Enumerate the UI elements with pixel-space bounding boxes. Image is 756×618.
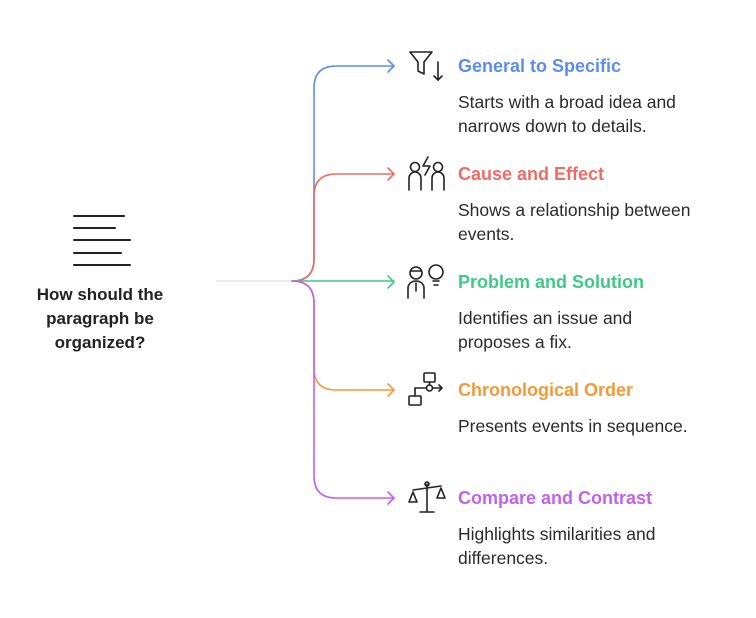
branch-arrowhead [387,383,395,397]
item-desc-cause-and-effect: Shows a relationship between events. [458,198,748,246]
center-question-line: organized? [54,333,146,352]
item-desc-general-to-specific: Starts with a broad idea and narrows dow… [458,90,748,138]
item-title-cause-and-effect: Cause and Effect [458,164,605,184]
center-question-line: paragraph be [46,309,154,328]
item-title-chronological-order: Chronological Order [458,380,634,400]
branch-arrowhead [387,167,395,181]
branch-arrowhead [387,275,395,289]
branch-arrowhead [387,491,395,505]
item-desc-problem-and-solution: Identifies an issue and proposes a fix. [458,306,748,354]
branch-connector [291,280,395,391]
branch-connector [291,173,395,282]
item-desc-line: proposes a fix. [458,332,572,352]
flowchart-steps-icon [408,372,443,406]
item-desc-line: narrows down to details. [458,116,647,136]
item-desc-line: Shows a relationship between [458,200,691,220]
branch-arrowhead [387,59,395,73]
document-lines-icon [73,215,131,266]
item-title-problem-and-solution: Problem and Solution [458,272,645,292]
item-desc-line: Highlights similarities and [458,524,656,544]
people-lightning-icon [408,156,445,191]
person-lightbulb-icon [407,264,444,299]
item-desc-line: Presents events in sequence. [458,416,688,436]
funnel-down-icon [409,51,443,81]
center-question-line: How should the [36,285,164,304]
item-desc-compare-and-contrast: Highlights similarities and differences. [458,522,748,570]
item-desc-chronological-order: Presents events in sequence. [458,414,748,438]
item-desc-line: Identifies an issue and [458,308,633,328]
item-desc-line: events. [458,224,515,244]
item-desc-line: differences. [458,548,549,568]
balance-scale-icon [408,481,446,513]
branch-connector [291,280,395,499]
item-desc-line: Starts with a broad idea and [458,92,676,112]
item-title-general-to-specific: General to Specific [458,56,622,76]
item-title-compare-and-contrast: Compare and Contrast [458,488,653,508]
center-question: How should the paragraph be organized? [0,283,200,355]
